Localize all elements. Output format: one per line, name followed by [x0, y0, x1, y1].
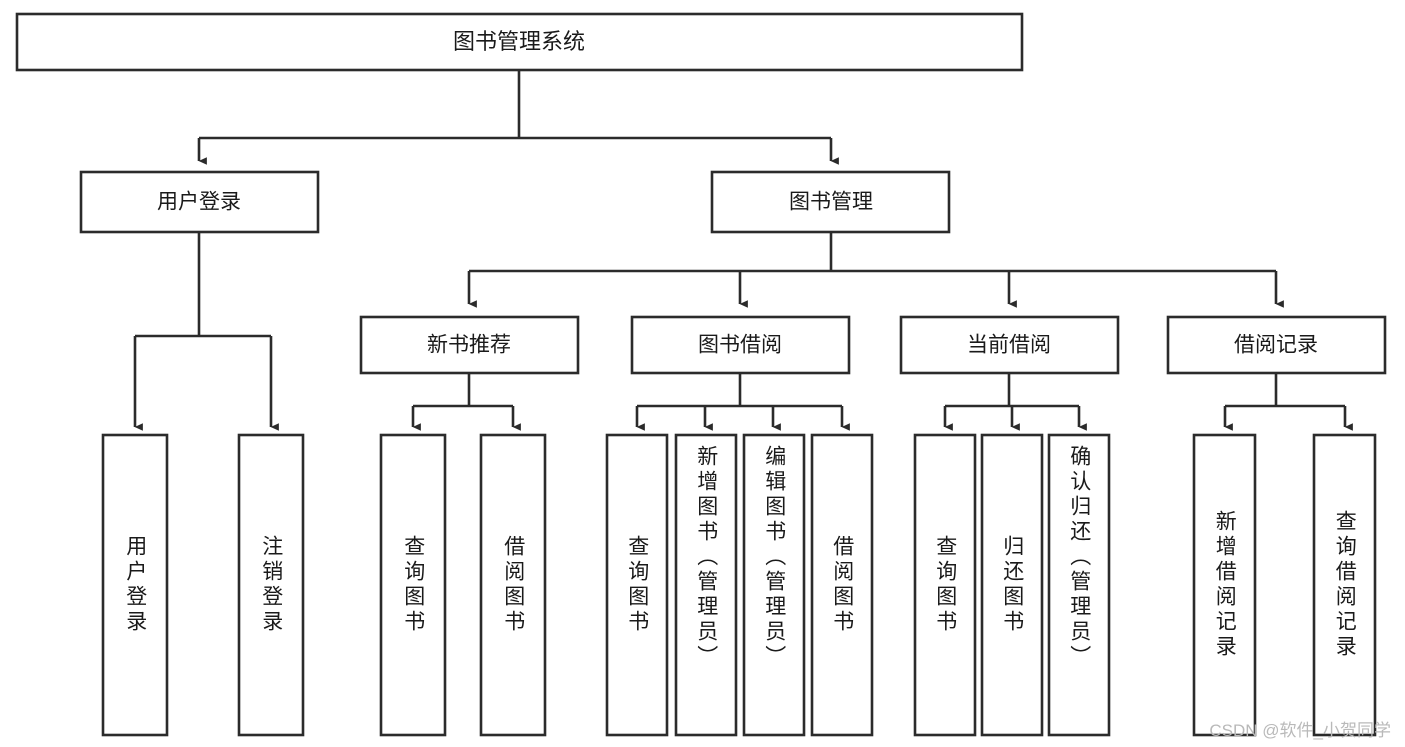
node-leaf-borrow-book-2[interactable] [810, 433, 874, 737]
node-borrow-record-label: 借阅记录 [1234, 334, 1318, 357]
node-leaf-query-book-2[interactable] [605, 433, 669, 737]
node-book-manage-label: 图书管理 [789, 191, 873, 214]
connector-layer [133, 70, 1353, 431]
node-leaf-borrow-book-1[interactable] [479, 433, 547, 737]
node-new-book-recommend-label: 新书推荐 [427, 334, 511, 357]
node-book-borrow[interactable]: 图书借阅 [630, 315, 851, 375]
node-new-book-recommend[interactable]: 新书推荐 [359, 315, 580, 375]
node-leaf-query-book-1[interactable] [379, 433, 447, 737]
node-leaf-return-book[interactable] [980, 433, 1044, 737]
node-user-login-label: 用户登录 [157, 191, 241, 214]
csdn-watermark: CSDN @软件_小贺同学 [1209, 721, 1391, 740]
node-current-borrow[interactable]: 当前借阅 [899, 315, 1120, 375]
node-book-borrow-label: 图书借阅 [698, 334, 782, 357]
node-borrow-record[interactable]: 借阅记录 [1166, 315, 1387, 375]
node-root[interactable]: 图书管理系统 [15, 12, 1024, 72]
node-leaf-confirm-return-admin[interactable] [1047, 433, 1111, 737]
node-leaf-add-book-admin[interactable] [674, 433, 738, 737]
node-user-login[interactable]: 用户登录 [79, 170, 320, 234]
node-root-label: 图书管理系统 [453, 29, 585, 54]
node-leaf-edit-book-admin[interactable] [742, 433, 806, 737]
node-leaf-query-borrow-record[interactable] [1312, 433, 1377, 737]
node-layer: 图书管理系统 用户登录 图书管理 新书推荐 图书借阅 当前 [15, 12, 1387, 737]
node-leaf-query-book-3[interactable] [913, 433, 977, 737]
node-leaf-logout-login[interactable] [237, 433, 305, 737]
node-leaf-add-borrow-record[interactable] [1192, 433, 1257, 737]
node-current-borrow-label: 当前借阅 [967, 334, 1051, 357]
node-leaf-user-login[interactable] [101, 433, 169, 737]
node-book-manage[interactable]: 图书管理 [710, 170, 951, 234]
